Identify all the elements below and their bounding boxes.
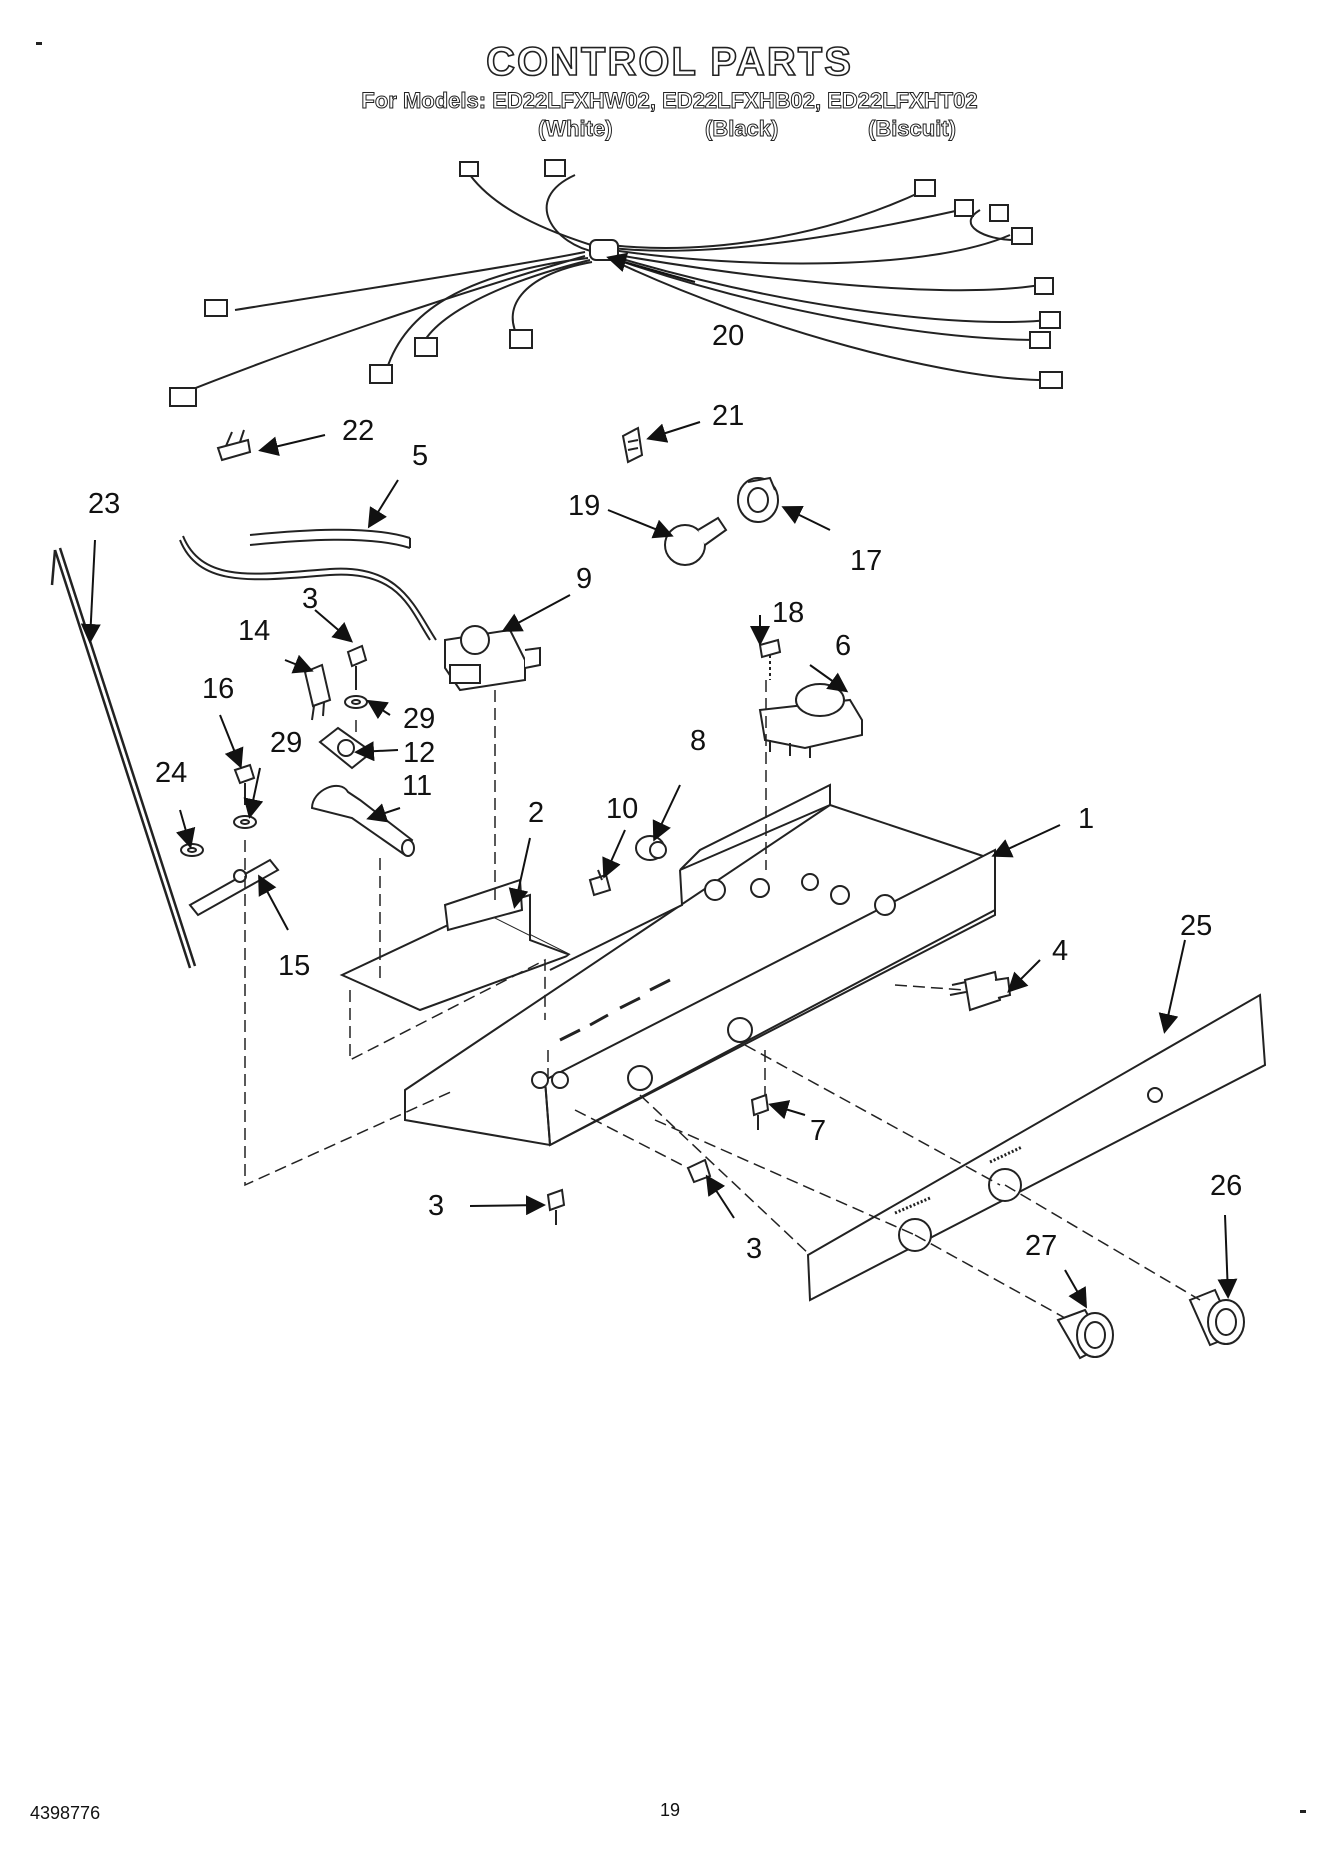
callout-6: 6 [835,630,851,662]
callout-9: 9 [576,563,592,595]
screw-part-3-bottom-right [686,1158,712,1184]
callout-16: 16 [202,673,234,705]
callout-8: 8 [690,725,706,757]
screw-part-7 [750,1093,770,1130]
washer-part-24 [180,843,204,857]
callout-labels: 20 22 21 5 23 19 17 9 3 18 6 14 16 29 29… [88,320,1242,1265]
callout-22: 22 [342,415,374,447]
corner-mark [36,42,42,45]
callout-3-left: 3 [428,1190,444,1222]
callout-19: 19 [568,490,600,522]
document-number: 4398776 [30,1803,101,1823]
panel-part-25 [806,993,1267,1302]
callout-29-lower: 29 [270,727,302,759]
lamp-socket-part-17 [737,476,779,523]
housing-part-1 [404,783,996,1147]
knob-part-27 [1056,1308,1114,1360]
callout-21: 21 [712,400,744,432]
variant-white: (White) [538,116,614,142]
callout-24: 24 [155,757,187,789]
light-bulb-part-19 [664,516,728,566]
variant-biscuit: (Biscuit) [868,116,957,142]
callout-27: 27 [1025,1230,1057,1262]
callout-14: 14 [238,615,270,647]
lever-part-15 [188,858,280,917]
callout-3-bottom: 3 [746,1233,762,1265]
bracket-part-12 [318,726,374,770]
knob-part-26 [1188,1288,1245,1347]
page-title: CONTROL PARTS [485,39,853,85]
plug-part-8 [635,835,667,861]
callout-20: 20 [712,320,744,352]
capillary-wire [179,535,437,641]
callout-25: 25 [1180,910,1212,942]
page-number: 19 [660,1800,681,1820]
shaft-part-11 [310,784,415,857]
clip-part-22 [216,429,252,462]
callout-3-upper: 3 [302,583,318,615]
variant-black: (Black) [704,116,779,142]
callout-26: 26 [1210,1170,1242,1202]
bracket-part-14 [303,663,332,721]
timer-part-6 [758,683,863,758]
callout-1: 1 [1078,803,1094,835]
screw-part-3-bottom-left [546,1188,566,1225]
callout-10: 10 [606,793,638,825]
callout-15: 15 [278,950,310,982]
switch-part-4 [949,970,1012,1012]
screw-part-3-upper [346,644,368,690]
callout-4: 4 [1052,935,1068,967]
callout-7: 7 [810,1115,826,1147]
callout-18: 18 [772,597,804,629]
rod-part-23 [50,547,197,969]
leader-arrows [80,252,1238,1309]
washer-part-29-lower [233,815,257,829]
clip-part-21 [621,426,644,464]
screw-part-10 [588,869,612,897]
washer-part-29-upper [344,695,368,709]
corner-mark-bottom [1300,1810,1306,1813]
callout-5: 5 [412,440,428,472]
callout-29-upper: 29 [403,703,435,735]
control-part-9 [444,625,541,692]
screw-part-18 [758,638,782,680]
tube-part-5 [249,528,411,549]
callout-2: 2 [528,797,544,829]
callout-17: 17 [850,545,882,577]
callout-23: 23 [88,488,120,520]
screw-part-16 [233,763,256,805]
models-line: For Models: ED22LFXHW02, ED22LFXHB02, ED… [361,88,978,114]
bracket-part-2 [339,878,573,1012]
callout-11: 11 [402,770,432,802]
wire-harness-part-20 [169,159,1063,407]
callout-12: 12 [403,737,435,769]
